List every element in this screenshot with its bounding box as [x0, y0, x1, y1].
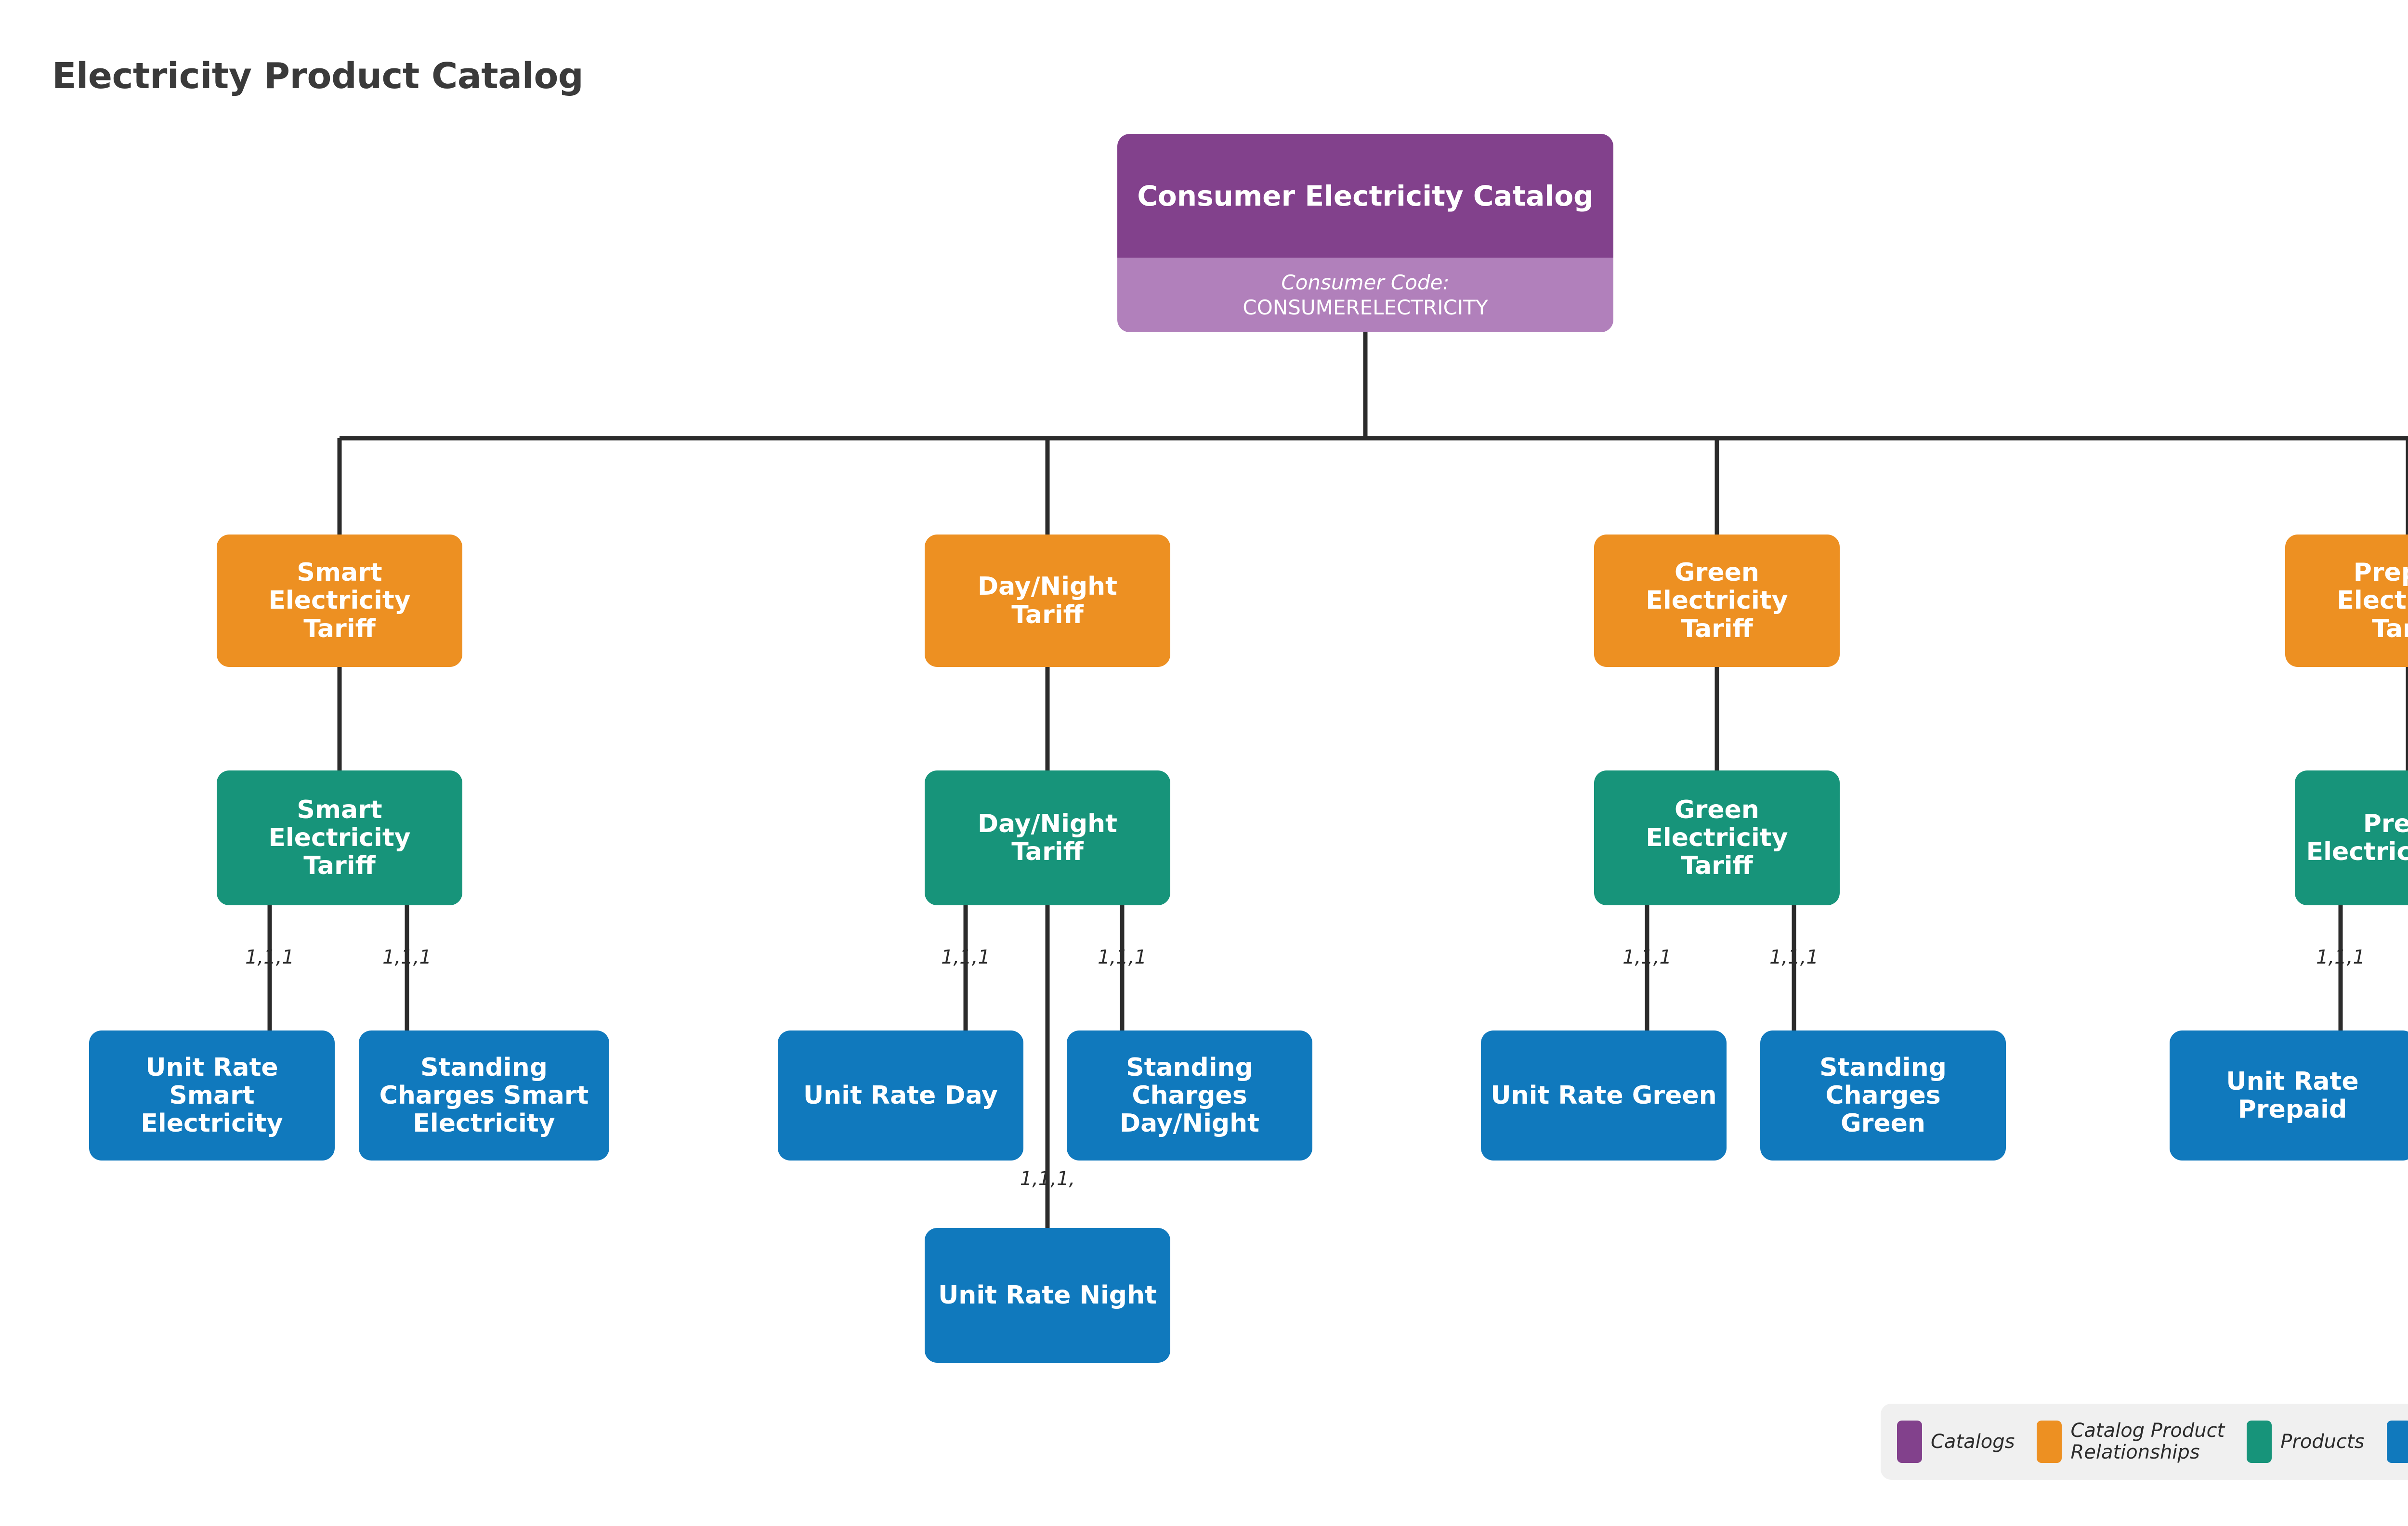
legend-label-products: Products	[2280, 1430, 2365, 1453]
catalog-code-value: CONSUMERELECTRICITY	[1243, 295, 1488, 319]
catalog-node-title: Consumer Electricity Catalog	[1117, 134, 1613, 258]
legend-item-catalogs: Catalogs	[1897, 1421, 2015, 1463]
legend-swatch-child-products	[2386, 1421, 2408, 1463]
page-title: Electricity Product Catalog	[52, 55, 584, 97]
legend-swatch-catalogs	[1897, 1421, 1922, 1463]
catalog-node-consumer-electricity[interactable]: Consumer Electricity Catalog Consumer Co…	[1117, 134, 1613, 332]
child-product-node-unit-rate-night[interactable]: Unit Rate Night	[925, 1228, 1170, 1363]
edge-label-smart-standing: 1,1,1	[382, 946, 432, 968]
legend-item-child-products: Child Products	[2386, 1421, 2408, 1463]
edge-label-green-standing: 1,1,1	[1769, 946, 1819, 968]
catalog-node-code: Consumer Code: CONSUMERELECTRICITY	[1117, 258, 1613, 332]
relationship-node-prepaid-electricity-tariff[interactable]: PrepaidElectricityTariff	[2285, 535, 2408, 667]
edge-label-daynight-standing: 1,1,1	[1098, 946, 1147, 968]
child-product-node-unit-rate-green[interactable]: Unit Rate Green	[1481, 1030, 1727, 1161]
legend-label-catalogs: Catalogs	[1931, 1430, 2015, 1453]
legend-item-products: Products	[2247, 1421, 2365, 1463]
legend-swatch-catalog-product-relationships	[2037, 1421, 2062, 1463]
edge-label-smart-unit-rate: 1,1,1	[245, 946, 294, 968]
catalog-code-label: Consumer Code:	[1281, 271, 1450, 295]
product-node-prepaid-electricity-tariff[interactable]: PrepaidElectricity Tariff	[2295, 770, 2408, 905]
edge-label-day-unit-rate: 1,1,1	[941, 946, 990, 968]
edge-label-prepaid-unit-rate: 1,1,1	[2316, 946, 2365, 968]
child-product-node-unit-rate-day[interactable]: Unit Rate Day	[778, 1030, 1023, 1161]
edge-label-green-unit-rate: 1,1,1	[1623, 946, 1672, 968]
edge-label-unit-rate-night: 1,1,1,	[1020, 1168, 1075, 1190]
legend-swatch-products	[2247, 1421, 2272, 1463]
